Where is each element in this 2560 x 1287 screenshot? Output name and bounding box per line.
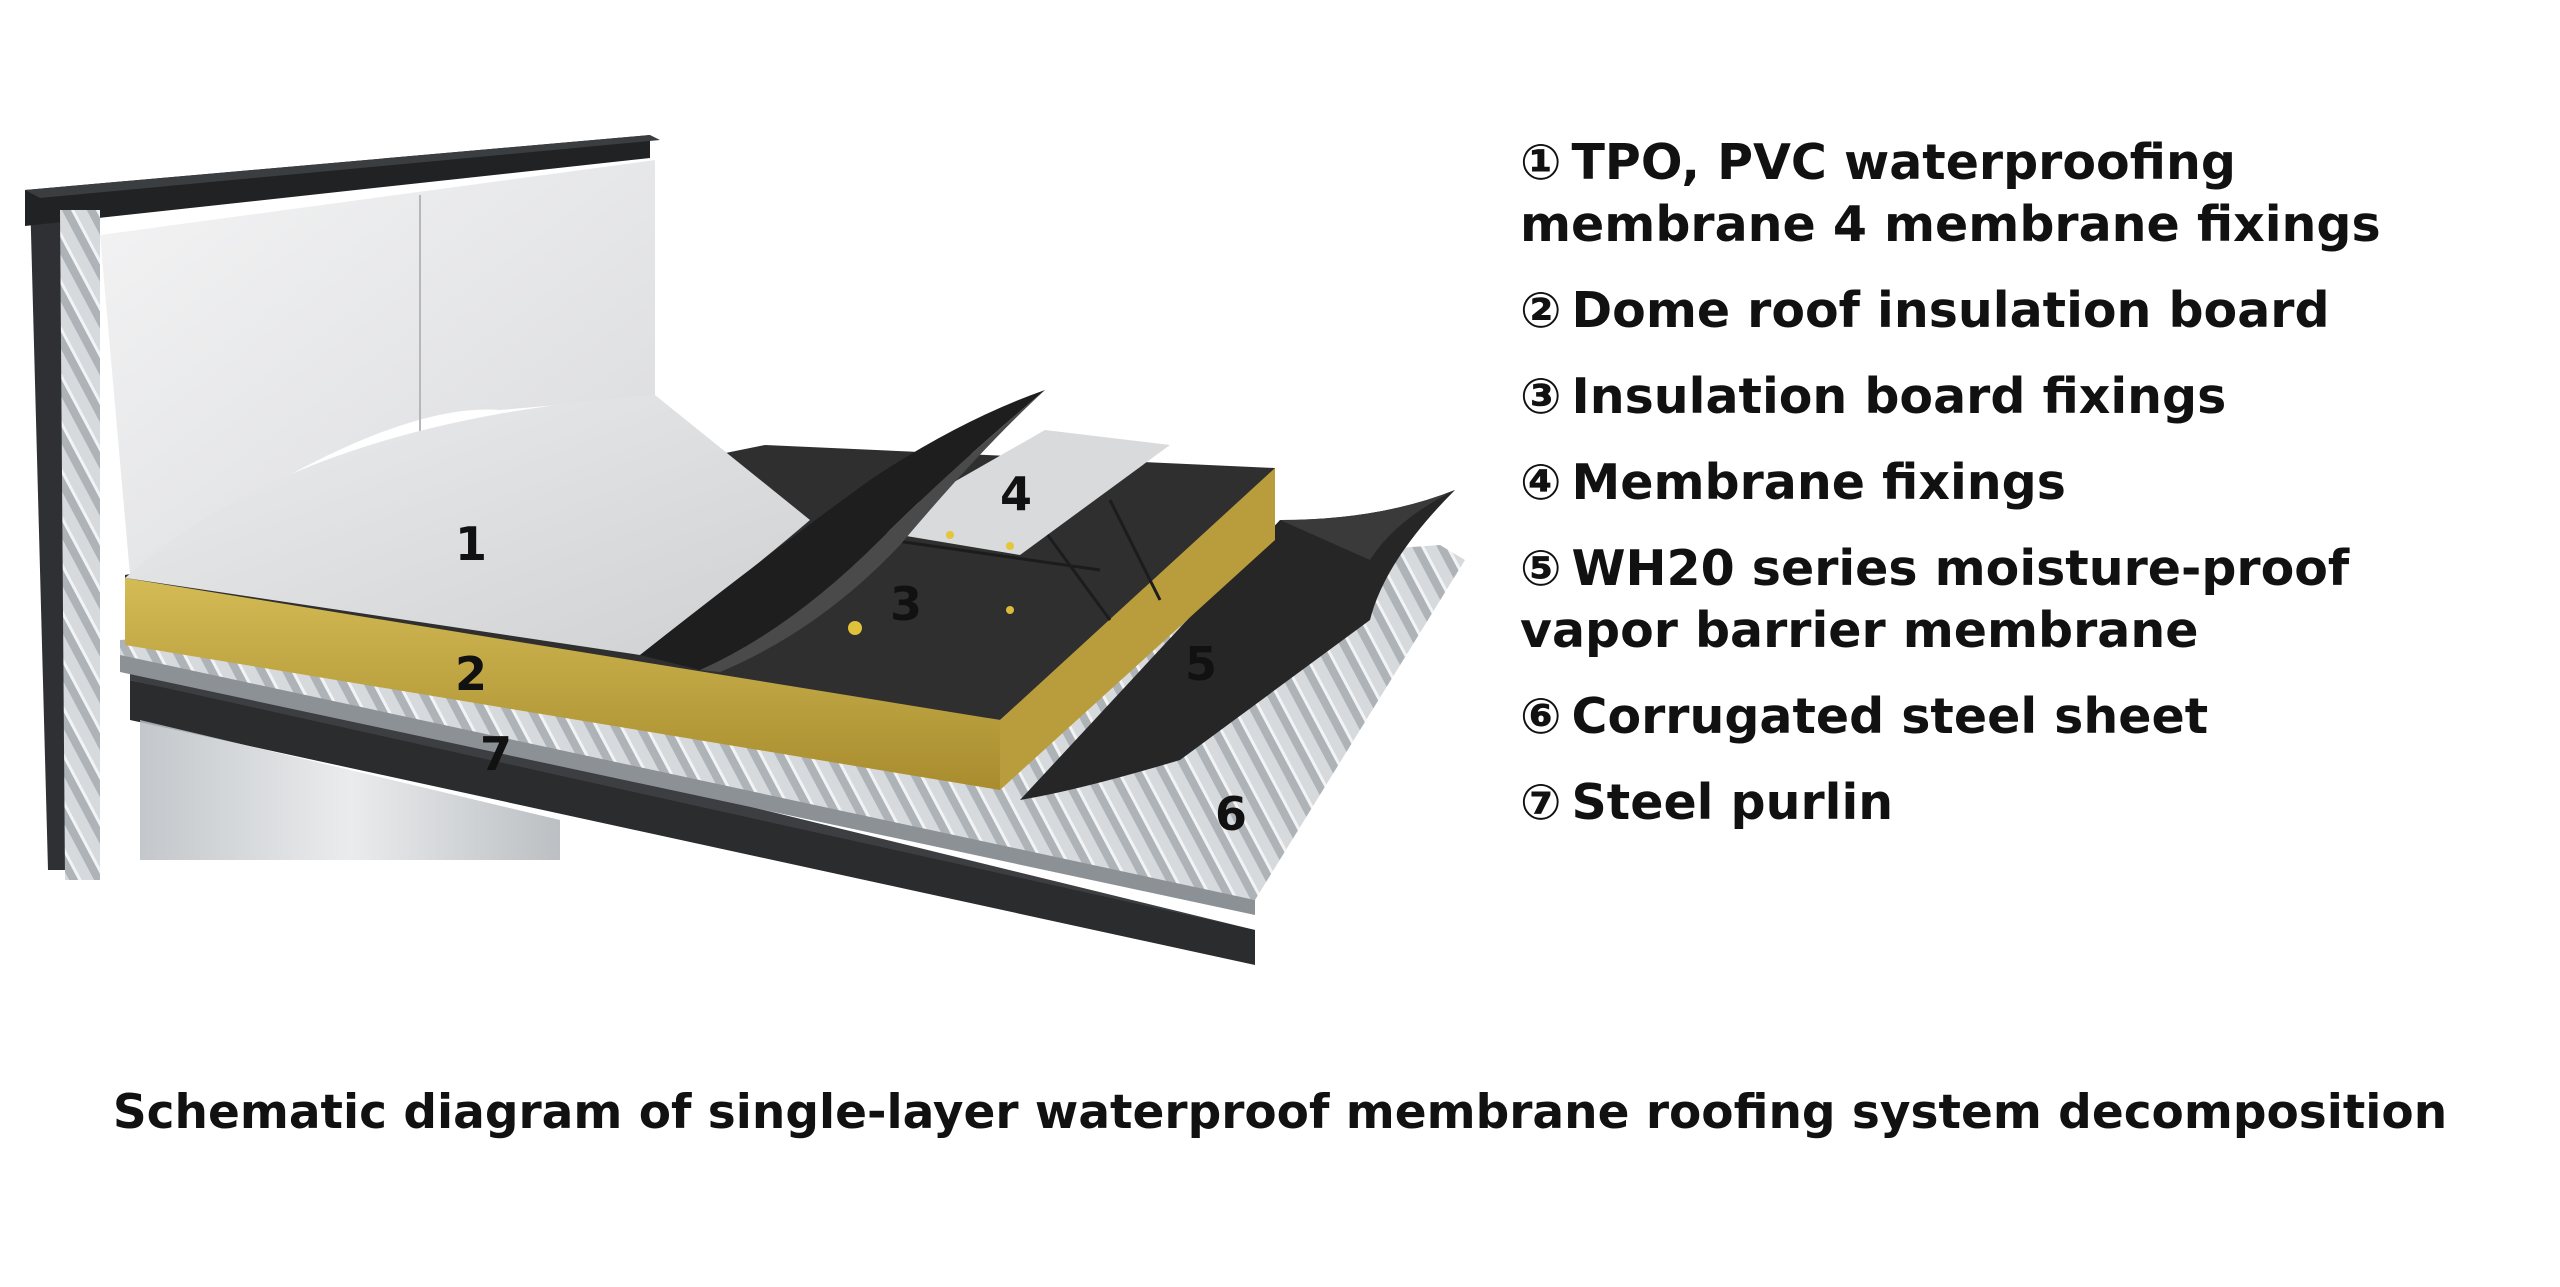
callout-6: 6 xyxy=(1215,787,1247,841)
insulation-board-side xyxy=(1000,468,1275,790)
legend-text: Corrugated steel sheet xyxy=(1571,688,2209,745)
legend-marker: ④ xyxy=(1520,454,1562,511)
legend-text: Insulation board fixings xyxy=(1571,368,2227,425)
legend-text: Dome roof insulation board xyxy=(1571,282,2330,339)
corrugated-steel-edge xyxy=(120,655,1255,915)
legend-marker: ② xyxy=(1520,282,1562,339)
legend-text: Membrane fixings xyxy=(1571,454,2066,511)
legend-marker: ③ xyxy=(1520,368,1562,425)
tpo-membrane-peel xyxy=(640,390,1045,670)
callout-3: 3 xyxy=(890,577,922,631)
insulation-board-front xyxy=(125,578,1000,790)
callout-7: 7 xyxy=(480,727,512,781)
legend-text: WH20 series moisture-proof vapor barrier… xyxy=(1520,540,2350,659)
tpo-membrane-floor xyxy=(125,395,810,655)
membrane-fixing xyxy=(1006,542,1014,550)
parapet-cap-top xyxy=(25,135,660,198)
parapet-cap xyxy=(25,135,650,226)
tpo-membrane-wall xyxy=(100,160,655,575)
legend-text: TPO, PVC waterproofing membrane 4 membra… xyxy=(1520,134,2381,253)
vapor-barrier-membrane xyxy=(1020,490,1455,800)
legend-marker: ⑦ xyxy=(1520,774,1562,831)
vapor-barrier-curl xyxy=(1280,490,1455,560)
legend-marker: ⑤ xyxy=(1520,540,1562,597)
membrane-fixing-area xyxy=(870,430,1170,555)
legend-marker: ⑥ xyxy=(1520,688,1562,745)
steel-purlin-underside xyxy=(140,720,560,860)
roofing-system-diagram: 1 2 3 4 5 6 7 xyxy=(25,135,1465,965)
legend-text: Steel purlin xyxy=(1571,774,1894,831)
diagram-caption: Schematic diagram of single-layer waterp… xyxy=(112,1085,2448,1140)
callout-2: 2 xyxy=(455,647,487,701)
membrane-fixing xyxy=(946,531,954,539)
callout-4: 4 xyxy=(1000,467,1032,521)
steel-purlin-web xyxy=(130,680,1255,965)
insulation-fixing xyxy=(848,621,862,635)
wall-cladding xyxy=(60,210,100,880)
legend-marker: ① xyxy=(1520,134,1562,191)
callout-5: 5 xyxy=(1185,637,1217,691)
insulation-fixing xyxy=(1006,606,1014,614)
callout-1: 1 xyxy=(455,517,487,571)
insulation-board-grid xyxy=(1108,499,1162,601)
